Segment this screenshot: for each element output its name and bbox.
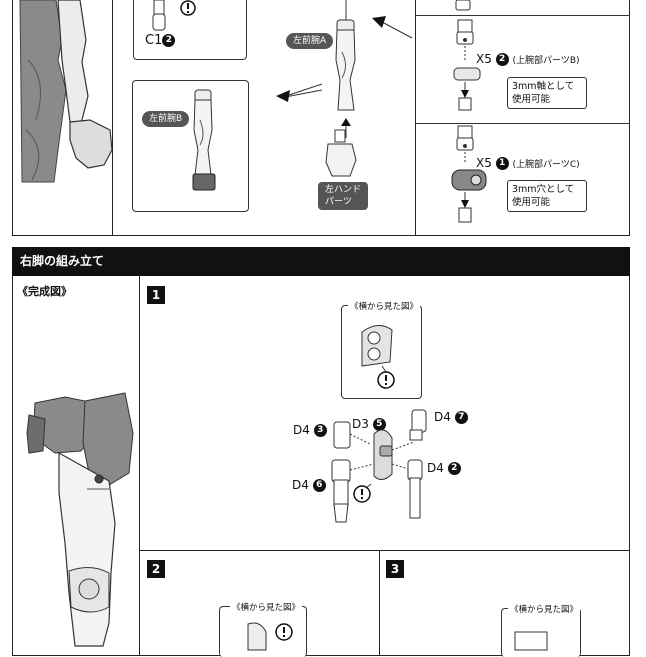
part-d4-7-num: 7 (454, 411, 468, 424)
left-forearm-b-box (132, 80, 249, 212)
options-divider-2 (415, 123, 630, 124)
part-d4-7-code: D4 (434, 410, 451, 424)
left-forearm-b-label: 左前腕B (142, 111, 190, 127)
section-title: 右脚の組み立て (20, 254, 105, 268)
part-d4-3-num: 3 (313, 424, 327, 437)
left-hand-parts-label: 左ハンド パーツ (318, 182, 369, 210)
c1-number-badge: 2 (162, 34, 176, 47)
step3-side-view-drawing (514, 631, 548, 651)
step1-number: 1 (147, 286, 165, 304)
caution-icon (180, 0, 196, 16)
step1-side-view-drawing (361, 325, 395, 389)
arrow-hand-up (341, 118, 351, 138)
option-b-part: (上腕部パーツB) (512, 56, 580, 66)
step2-3-divider (379, 550, 380, 656)
option-b-note: 3mm軸として 使用可能 (507, 77, 587, 109)
part-d4-6-num: 6 (312, 479, 326, 492)
c1-part-drawing (152, 0, 166, 31)
step3-number: 3 (386, 560, 404, 578)
step1-side-view-caption: 《横から見た図》 (348, 300, 421, 312)
arrow-to-forearm-b (276, 83, 323, 102)
option-c-label: X5 1 (上腕部パーツC) (476, 156, 580, 170)
options-panel (415, 0, 630, 236)
option-b-label: X5 2 (上腕部パーツB) (476, 52, 580, 66)
section-title-bar: 右脚の組み立て (12, 247, 630, 276)
step3-side-view-caption: 《横から見た図》 (508, 603, 581, 615)
step2-number: 2 (147, 560, 165, 578)
part-d4-7: D4 7 (434, 410, 468, 424)
completed-column-divider (139, 276, 140, 656)
part-d4-2: D4 2 (427, 461, 461, 475)
completed-label: 《完成図》 (17, 285, 72, 298)
completed-leg-figure (26, 392, 134, 647)
step2-side-view-caption: 《横から見た図》 (230, 601, 303, 613)
part-d3-5: D3 5 (352, 417, 386, 431)
step-row-divider (139, 550, 630, 551)
c1-code: C1 (145, 33, 163, 48)
part-d4-2-num: 2 (447, 462, 461, 475)
arrow-to-forearm-a (372, 16, 413, 39)
left-hand-part-drawing (325, 129, 357, 177)
option-b-number: 2 (495, 53, 509, 66)
left-forearm-b-drawing (192, 89, 216, 191)
left-forearm-a-drawing (335, 0, 356, 111)
part-d3-5-num: 5 (372, 418, 386, 431)
option-b-code: X5 (476, 52, 492, 66)
option-c-part: (上腕部パーツC) (512, 160, 580, 170)
completed-arm-figure (19, 0, 113, 183)
option-b-drawing (453, 19, 481, 111)
part-d4-3-code: D4 (293, 423, 310, 437)
option-c-drawing (451, 125, 487, 223)
step1-assembly-drawing (331, 409, 427, 523)
option-c-code: X5 (476, 156, 492, 170)
part-d4-6-code: D4 (292, 478, 309, 492)
part-d4-2-code: D4 (427, 461, 444, 475)
option-c-note: 3mm穴として 使用可能 (507, 180, 587, 212)
part-d3-5-code: D3 (352, 417, 369, 431)
options-divider-1 (415, 15, 630, 16)
part-d4-6: D4 6 (292, 478, 326, 492)
option-c-number: 1 (495, 157, 509, 170)
left-forearm-a-label: 左前腕A (286, 33, 334, 49)
upper-arm-top-drawing (455, 0, 471, 11)
part-d4-3: D4 3 (293, 423, 327, 437)
